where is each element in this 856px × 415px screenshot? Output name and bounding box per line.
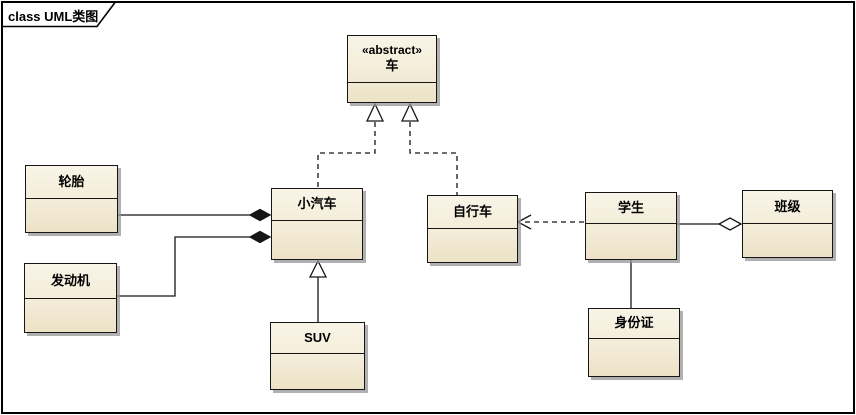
class-header: 轮胎 bbox=[26, 166, 117, 199]
class-header: 发动机 bbox=[25, 264, 116, 299]
realization-xiaoqiche-che bbox=[317, 102, 385, 188]
generalization-suv-xiaoqiche bbox=[308, 259, 328, 322]
composition-fadongji-xiaoqiche bbox=[117, 230, 272, 297]
class-box-suv[interactable]: SUV bbox=[270, 322, 365, 390]
class-box-zixingche[interactable]: 自行车 bbox=[427, 195, 518, 263]
dependency-xuesheng-zixingche bbox=[516, 214, 584, 230]
diagram-frame-label: class UML类图 bbox=[8, 9, 99, 24]
class-name: 车 bbox=[385, 58, 399, 74]
class-name: 学生 bbox=[617, 199, 644, 215]
class-box-xuesheng[interactable]: 学生 bbox=[585, 192, 677, 260]
class-header: 自行车 bbox=[428, 196, 517, 229]
class-name: SUV bbox=[304, 329, 331, 345]
frame-tab bbox=[2, 2, 116, 28]
class-header: 学生 bbox=[586, 193, 676, 224]
realization-zixingche-che bbox=[400, 102, 458, 195]
class-box-xiaoqiche[interactable]: 小汽车 bbox=[271, 188, 363, 260]
aggregation-xuesheng-banji bbox=[677, 217, 743, 231]
class-name: 班级 bbox=[774, 198, 801, 214]
composition-luntai-xiaoqiche bbox=[118, 208, 272, 222]
class-box-luntai[interactable]: 轮胎 bbox=[25, 165, 118, 233]
stereotype-label: «abstract» bbox=[361, 43, 423, 58]
class-box-shenfenzheng[interactable]: 身份证 bbox=[588, 308, 680, 377]
class-box-banji[interactable]: 班级 bbox=[742, 190, 833, 258]
class-box-che[interactable]: «abstract» 车 bbox=[347, 35, 437, 103]
class-name: 小汽车 bbox=[297, 196, 337, 212]
class-name: 身份证 bbox=[614, 315, 654, 331]
class-name: 发动机 bbox=[50, 272, 90, 288]
class-header: 身份证 bbox=[589, 309, 679, 339]
class-box-fadongji[interactable]: 发动机 bbox=[24, 263, 117, 333]
class-header: 班级 bbox=[743, 191, 832, 224]
class-header: «abstract» 车 bbox=[348, 36, 436, 83]
class-name: 轮胎 bbox=[58, 173, 85, 189]
class-header: SUV bbox=[271, 323, 364, 354]
class-header: 小汽车 bbox=[272, 189, 362, 221]
class-name: 自行车 bbox=[452, 203, 492, 219]
